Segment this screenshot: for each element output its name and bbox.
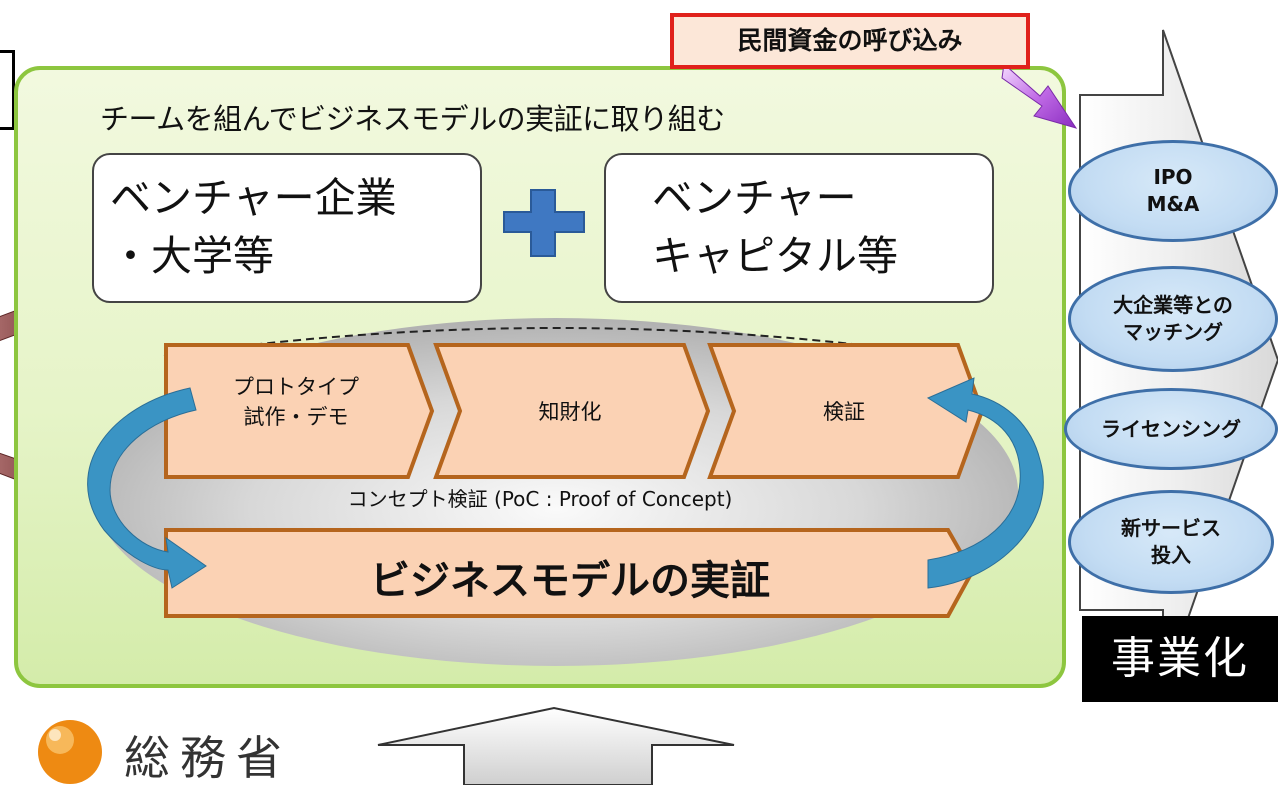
- stage-prototype-label: プロトタイプ 試作・デモ: [176, 372, 416, 432]
- venture-capital-line-2: キャピタル等: [652, 232, 898, 280]
- callout-arrow: [1001, 63, 1078, 129]
- outcome-new-service-line-2: 投入: [1151, 543, 1191, 567]
- stage-chevron-3: [707, 343, 985, 479]
- stage-chevron-1: [164, 343, 435, 479]
- panel-headline: チームを組んでビジネスモデルの実証に取り組む: [100, 102, 725, 136]
- outcome-ipo-line-1: IPO: [1153, 165, 1193, 189]
- outcome-matching-line-1: 大企業等との: [1113, 293, 1233, 317]
- venture-university-line-1: ベンチャー企業: [110, 174, 397, 222]
- outcome-new-service-line-1: 新サービス: [1121, 516, 1221, 540]
- venture-university-box: ベンチャー企業 ・大学等: [92, 153, 482, 303]
- stage-prototype-line-2: 試作・デモ: [243, 405, 349, 429]
- venture-capital-line-1: ベンチャー: [652, 174, 857, 222]
- outcome-ipo-line-2: M&A: [1146, 192, 1200, 216]
- stage-ip-label: 知財化: [538, 400, 602, 424]
- outcome-new-service: 新サービス 投入: [1068, 490, 1274, 594]
- outcome-licensing-line-1: ライセンシング: [1101, 416, 1241, 441]
- outcome-matching: 大企業等との マッチング: [1068, 266, 1278, 372]
- stage-chevron-2: [433, 343, 711, 479]
- business-model-label: ビジネスモデルの実証: [370, 558, 770, 604]
- business-model-chevron: [164, 528, 975, 618]
- stage-verification-label: 検証: [823, 400, 865, 424]
- outcome-licensing: ライセンシング: [1064, 388, 1278, 470]
- cycle-arrow-left: [87, 387, 207, 589]
- stage-prototype-line-1: プロトタイプ: [233, 375, 359, 399]
- outcome-matching-line-2: マッチング: [1123, 320, 1223, 344]
- cycle-arrow-right: [926, 377, 1044, 589]
- private-funding-callout: 民間資金の呼び込み: [670, 13, 1030, 69]
- bottom-up-arrow: [377, 706, 735, 785]
- ministry-logo-text: 総務省: [124, 731, 292, 785]
- outcome-ipo-ma: IPO M&A: [1068, 140, 1278, 242]
- left-frame-edge: [0, 50, 15, 130]
- venture-capital-box: ベンチャー キャピタル等: [604, 153, 994, 303]
- commercialization-label: 事業化: [1082, 616, 1278, 702]
- plus-icon: [503, 189, 585, 257]
- poc-label: コンセプト検証 (PoC : Proof of Concept): [347, 487, 733, 511]
- logo-orb: [38, 720, 102, 784]
- poc-ellipse-top-dash: [163, 327, 949, 357]
- venture-university-line-2: ・大学等: [110, 232, 274, 280]
